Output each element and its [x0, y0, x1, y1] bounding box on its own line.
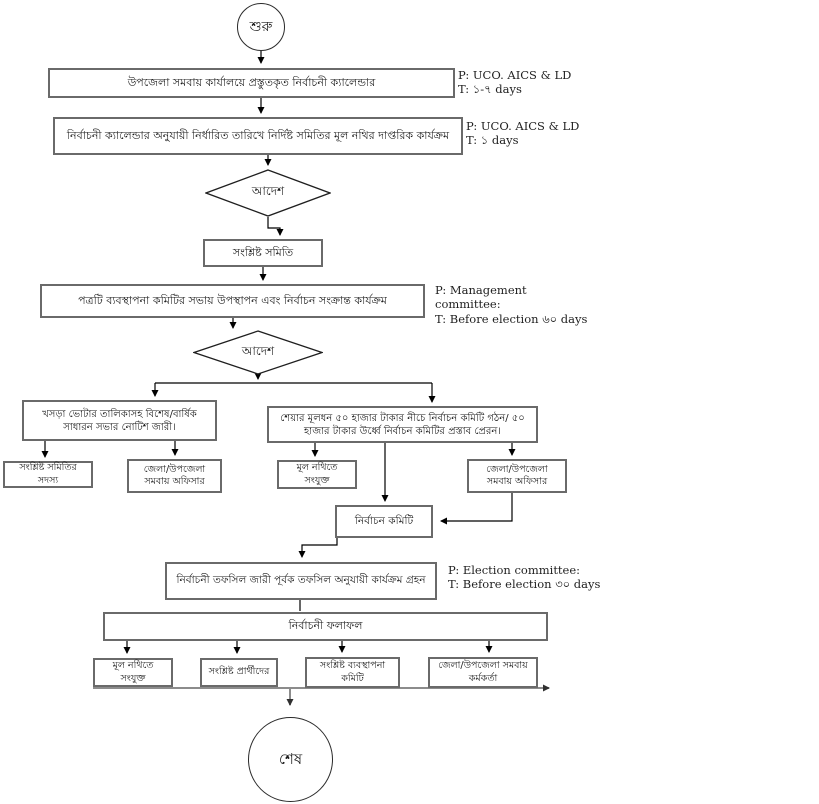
- annotation-management: P: Management committee: T: Before elect…: [435, 283, 600, 326]
- process-district-officer-right: জেলা/উপজেলা সমবায় অফিসার: [467, 459, 567, 493]
- process-election-result: নির্বাচনী ফলাফল: [103, 612, 548, 641]
- process-tofsil-label: নির্বাচনী তফসিল জারী পূর্বক তফসিল অনুযায…: [176, 574, 426, 587]
- process-attach-main-file-2: মূল নথিতে সংযুক্ত: [93, 658, 173, 687]
- annotation-line: T: Before election ৬০ days: [435, 311, 588, 326]
- process-district-officer-left-label: জেলা/উপজেলা সমবায় অফিসার: [143, 463, 206, 487]
- process-election-committee: নির্বাচন কমিটি: [335, 505, 433, 538]
- annotation-record: P: UCO. AICS & LD T: ১ days: [466, 119, 631, 148]
- decision-order-2-label: আদেশ: [241, 343, 275, 358]
- decision-order-1: আদেশ: [205, 169, 331, 217]
- process-samity-members: সংশ্লিষ্ট সমিতির সদস্য: [3, 461, 93, 488]
- process-district-officer-right-label: জেলা/উপজেলা সমবায় অফিসার: [486, 463, 548, 487]
- process-district-officers-label: জেলা/উপজেলা সমবায় কর্মকর্তা: [438, 660, 528, 684]
- process-draft-voter-notice: খসড়া ভোটার তালিকাসহ বিশেষ/বার্ষিক সাধার…: [22, 400, 217, 441]
- process-related-samity: সংশ্লিষ্ট সমিতি: [203, 239, 323, 267]
- start-label: শুরু: [249, 18, 273, 35]
- process-attach-main-file-1: মূল নথিতে সংযুক্ত: [277, 460, 357, 489]
- diamond-shape: [205, 169, 331, 217]
- decision-order-1-label: আদেশ: [251, 184, 285, 198]
- process-district-officers: জেলা/উপজেলা সমবায় কর্মকর্তা: [428, 657, 538, 688]
- process-samity-members-label: সংশ্লিষ্ট সমিতির সদস্য: [19, 462, 77, 486]
- annotation-line: T: ১-৭ days: [458, 82, 522, 97]
- process-attach-main-file-1-label: মূল নথিতে সংযুক্ত: [296, 462, 338, 486]
- process-candidates: সংশ্লিষ্ট প্রার্থীদের: [200, 658, 278, 687]
- annotation-line: P: Management: [435, 283, 527, 297]
- process-district-officer-left: জেলা/উপজেলা সমবায় অফিসার: [127, 459, 222, 493]
- process-management-meeting-label: পত্রটি ব্যবস্থাপনা কমিটির সভায় উপস্থাপন…: [78, 293, 387, 307]
- annotation-line: P: Election committee:: [448, 563, 581, 577]
- annotation-election-committee: P: Election committee: T: Before electio…: [448, 563, 623, 592]
- process-candidates-label: সংশ্লিষ্ট প্রার্থীদের: [208, 666, 270, 678]
- process-management-meeting: পত্রটি ব্যবস্থাপনা কমিটির সভায় উপস্থাপন…: [40, 284, 425, 318]
- start-terminator: শুরু: [237, 3, 285, 51]
- process-share-capital: শেয়ার মূলধন ৫০ হাজার টাকার নীচে নির্বাচ…: [267, 406, 538, 443]
- process-official-record: নির্বাচনী ক্যালেন্ডার অনুযায়ী নির্ধারিত…: [53, 117, 463, 155]
- process-related-samity-label: সংশ্লিষ্ট সমিতি: [232, 245, 294, 259]
- decision-order-2: আদেশ: [193, 330, 323, 375]
- process-draft-voter-notice-label: খসড়া ভোটার তালিকাসহ বিশেষ/বার্ষিক সাধার…: [42, 408, 197, 433]
- process-election-result-label: নির্বাচনী ফলাফল: [288, 619, 363, 633]
- process-election-calendar: উপজেলা সমবায় কার্যালয়ে প্রস্তুতকৃত নির…: [48, 68, 455, 98]
- annotation-line: P: UCO. AICS & LD: [466, 119, 580, 133]
- process-attach-main-file-2-label: মূল নথিতে সংযুক্ত: [112, 660, 154, 684]
- process-tofsil: নির্বাচনী তফসিল জারী পূর্বক তফসিল অনুযায…: [165, 562, 437, 600]
- annotation-line: P: UCO. AICS & LD: [458, 68, 572, 82]
- process-official-record-label: নির্বাচনী ক্যালেন্ডার অনুযায়ী নির্ধারিত…: [66, 128, 450, 142]
- process-share-capital-label: শেয়ার মূলধন ৫০ হাজার টাকার নীচে নির্বাচ…: [280, 412, 525, 437]
- process-election-calendar-label: উপজেলা সমবায় কার্যালয়ে প্রস্তুতকৃত নির…: [127, 75, 376, 89]
- annotation-line: T: ১ days: [466, 133, 519, 148]
- process-management-committee-label: সংশ্লিষ্ট ব্যবস্থাপনা কমিটি: [319, 660, 386, 684]
- annotation-line: T: Before election ৩০ days: [448, 577, 601, 592]
- process-management-committee: সংশ্লিষ্ট ব্যবস্থাপনা কমিটি: [305, 657, 400, 688]
- end-terminator: শেষ: [248, 717, 333, 802]
- annotation-line: committee:: [435, 297, 501, 312]
- annotation-calendar: P: UCO. AICS & LD T: ১-৭ days: [458, 68, 623, 97]
- end-label: শেষ: [278, 749, 303, 768]
- process-election-committee-label: নির্বাচন কমিটি: [354, 514, 414, 527]
